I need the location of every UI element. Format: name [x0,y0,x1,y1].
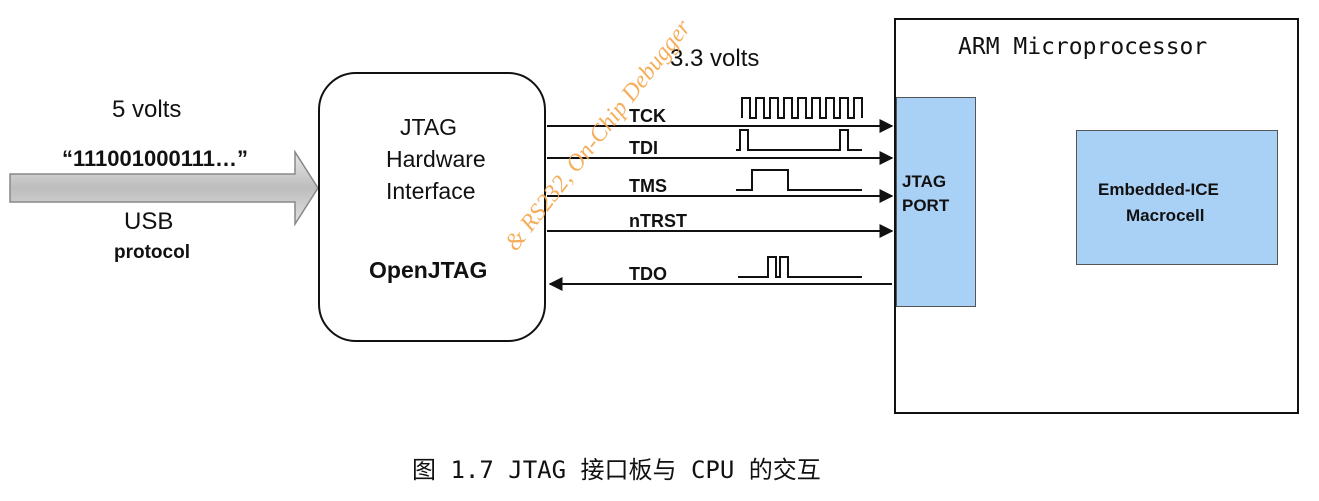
signal-tdi-label: TDI [629,138,658,158]
tdi-waveform [736,129,862,151]
bitstream-label: “111001000111…” [62,146,248,171]
signal-tdo-label: TDO [629,264,667,284]
jtag-port-line1: JTAG [902,172,947,191]
protocol-label: protocol [114,242,190,263]
signal-tck-label: TCK [629,106,666,126]
embedded-ice-box [1076,130,1278,265]
jtag-port-box [896,97,976,307]
openjtag-name: OpenJTAG [369,257,488,283]
tck-waveform [741,97,863,119]
jtag-port-line2: PORT [902,196,950,215]
jtag-interface-line2: Hardware [386,146,486,172]
voltage-5v-label: 5 volts [112,96,182,123]
usb-arrow [9,149,319,227]
embedded-ice-line1: Embedded-ICE [1098,180,1219,199]
arm-title: ARM Microprocessor [958,34,1208,60]
jtag-interface-line3: Interface [386,178,476,204]
figure-caption: 图 1.7 JTAG 接口板与 CPU 的交互 [412,456,821,484]
voltage-33v-label: 3.3 volts [670,45,760,72]
signal-ntrst-label: nTRST [629,211,687,231]
tdo-waveform [738,256,862,278]
usb-label: USB [124,208,174,235]
tms-waveform [736,169,862,191]
signal-tms-label: TMS [629,176,667,196]
jtag-interface-line1: JTAG [400,114,458,140]
embedded-ice-line2: Macrocell [1126,206,1205,225]
jtag-hardware-interface-box [318,72,546,342]
